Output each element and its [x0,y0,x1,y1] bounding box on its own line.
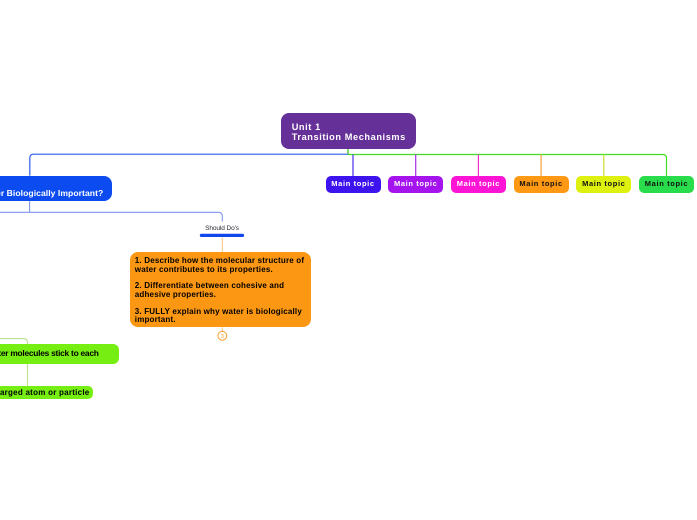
svg-text:3: 3 [221,334,224,340]
